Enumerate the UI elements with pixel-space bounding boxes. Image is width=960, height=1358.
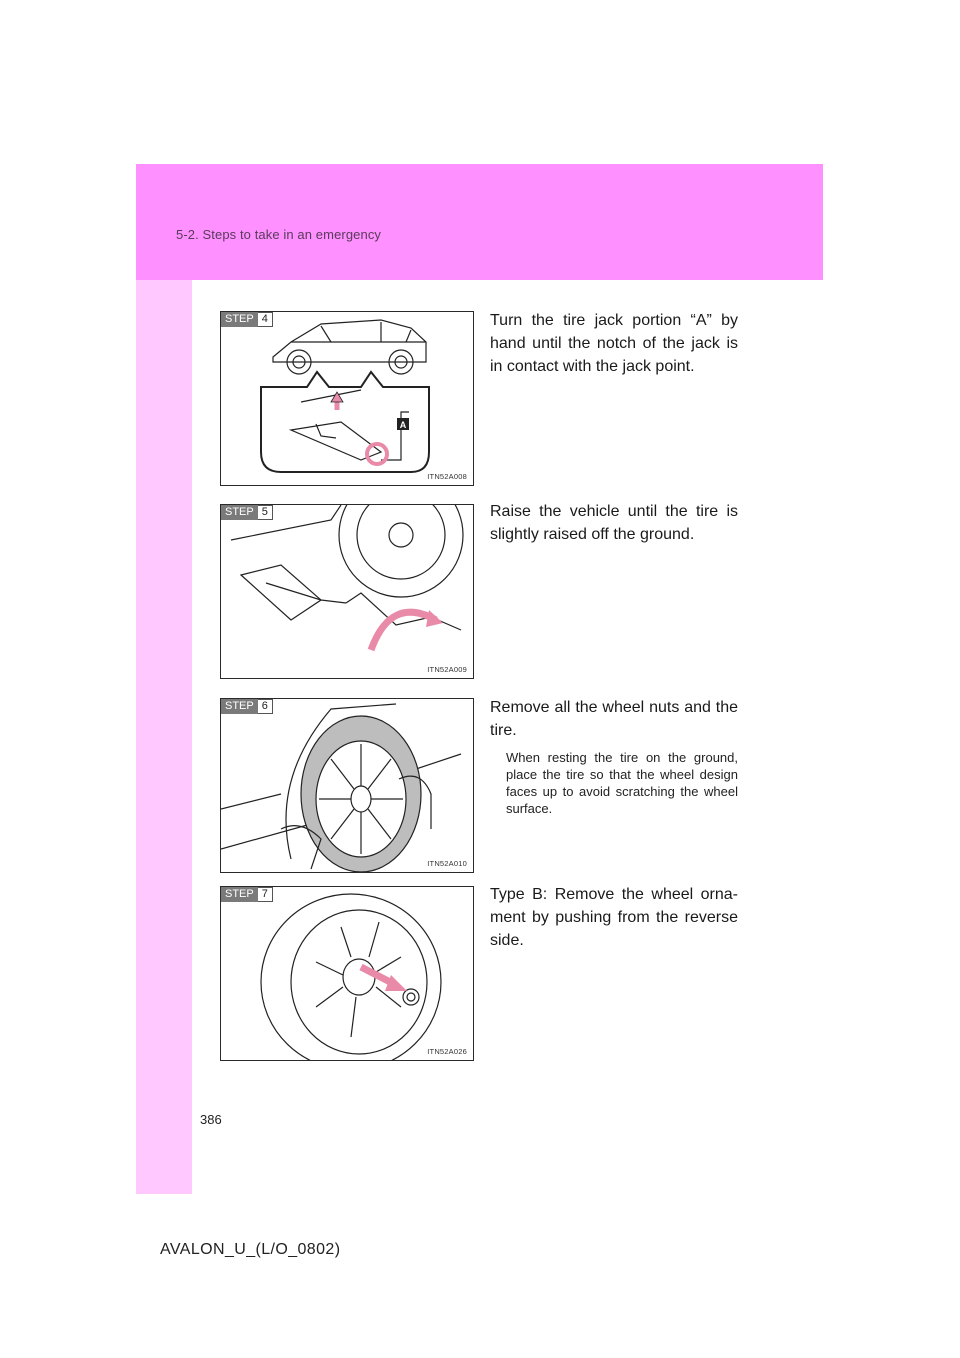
tire-removal-illustration xyxy=(221,703,462,872)
figure-code: ITN52A009 xyxy=(427,665,467,674)
jack-car-illustration: A xyxy=(260,319,430,473)
page-number: 386 xyxy=(200,1112,222,1127)
marker-label: A xyxy=(400,420,407,430)
side-strip xyxy=(136,164,192,1194)
step-6-note: When resting the tire on the ground, pla… xyxy=(506,750,738,816)
figure-code: ITN52A026 xyxy=(427,1047,467,1056)
step-5-text: Raise the vehicle until the tire is slig… xyxy=(490,503,738,543)
wheel-ornament-illustration xyxy=(260,893,442,1060)
figure-code: ITN52A008 xyxy=(427,472,467,481)
footer-doc-code: AVALON_U_(L/O_0802) xyxy=(160,1241,341,1258)
header-band xyxy=(136,164,823,280)
step-7-text: Type B: Remove the wheel orna- ment by p… xyxy=(490,886,738,949)
step-4-text: Turn the tire jack portion “A” by hand u… xyxy=(490,312,738,375)
section-title: 5-2. Steps to take in an emergency xyxy=(176,227,382,242)
jack-raise-illustration xyxy=(230,505,464,652)
step-6-text: Remove all the wheel nuts and the tire. xyxy=(490,699,738,739)
figure-code: ITN52A010 xyxy=(427,859,467,868)
